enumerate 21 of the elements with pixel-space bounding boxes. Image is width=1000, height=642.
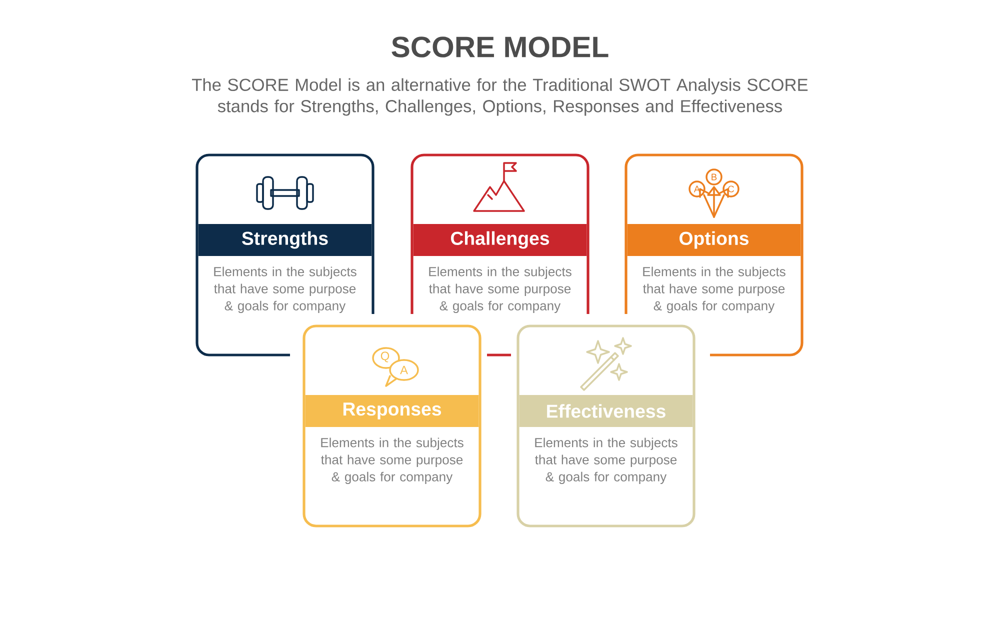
score-card xyxy=(196,154,374,356)
description-text: Elements in the subjects that have some purpose & goals for company xyxy=(429,266,572,314)
heading-band: Effectiveness xyxy=(519,395,693,427)
heading-band: Options xyxy=(627,224,801,256)
score-card xyxy=(302,324,482,528)
description-text: Elements in the subjects that have some purpose & goals for company xyxy=(321,438,464,484)
icon-letter: A xyxy=(694,186,700,192)
icon-letter: B xyxy=(712,174,717,180)
description-text: Elements in the subjects that have some purpose & goals for company xyxy=(643,266,786,314)
heading-band: Challenges xyxy=(413,224,587,256)
subtitle: The SCORE Model is an alternative for the Traditional SWOT Analysis SCORE stands for Strengths, Challenges, Options, Responses and Effectiveness xyxy=(192,78,808,116)
heading-band: Responses xyxy=(305,395,479,427)
description-text: Elements in the subjects that have some purpose & goals for company xyxy=(535,438,678,484)
title: SCORE MODEL xyxy=(392,36,608,58)
heading-band: Strengths xyxy=(198,224,372,256)
score-card xyxy=(516,324,696,528)
score-card xyxy=(624,154,804,356)
icon-letter: Q xyxy=(380,352,390,362)
description-text: Elements in the subjects that have some purpose & goals for company xyxy=(214,266,356,314)
icon-letter: A xyxy=(400,366,408,374)
score-card xyxy=(410,154,590,356)
